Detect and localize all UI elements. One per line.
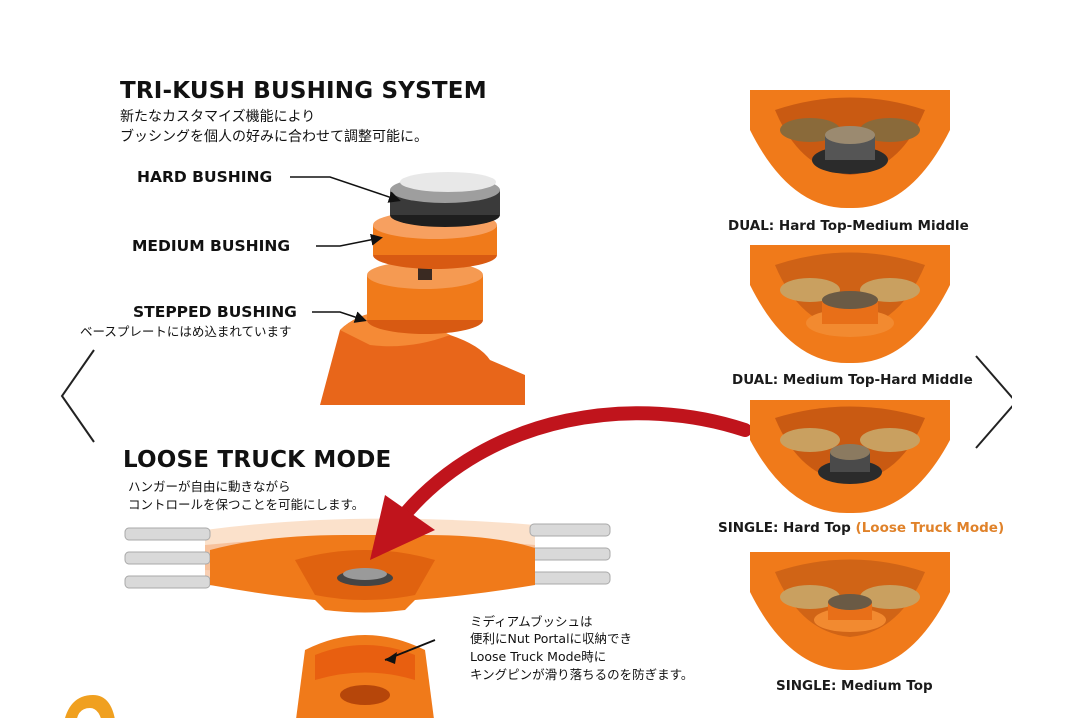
bottom-edge xyxy=(0,718,1080,727)
config-caption-3-accent: (Loose Truck Mode) xyxy=(855,520,1005,536)
loose-mode-desc-2: コントロールを保つことを可能にします。 xyxy=(128,497,365,512)
stepped-bushing-note: ベースプレートにはめ込まれています xyxy=(80,324,292,339)
chevron-left-icon[interactable] xyxy=(58,346,98,446)
loose-mode-title: LOOSE TRUCK MODE xyxy=(123,447,392,473)
loose-mode-arrow-icon xyxy=(370,406,750,560)
bushing-system-desc-2: ブッシングを個人の好みに合わせて調整可能に。 xyxy=(120,129,428,145)
chevron-right-icon[interactable] xyxy=(972,352,1012,452)
bushing-system-desc-1: 新たなカスタマイズ機能により xyxy=(120,109,316,125)
bushing-system-title: TRI-KUSH BUSHING SYSTEM xyxy=(120,78,487,104)
config-caption-2: DUAL: Medium Top-Hard Middle xyxy=(732,372,973,388)
nut-portal-note-1: ミディアムブッシュは xyxy=(470,614,593,629)
config-caption-3-main: SINGLE: Hard Top xyxy=(718,520,856,536)
nut-portal-note-2: 便利にNut Portalに収納でき xyxy=(470,631,633,646)
truck-hanger-illustration xyxy=(124,518,611,727)
medium-bushing-label: MEDIUM BUSHING xyxy=(132,237,291,255)
hard-bushing-label: HARD BUSHING xyxy=(137,168,273,186)
config-photo-single-hard xyxy=(750,400,950,514)
config-caption-4: SINGLE: Medium Top xyxy=(776,678,933,694)
config-photo-single-medium xyxy=(750,552,950,671)
config-caption-3: SINGLE: Hard Top (Loose Truck Mode) xyxy=(718,520,1004,536)
loose-mode-desc-1: ハンガーが自由に動きながら xyxy=(128,479,291,494)
config-photo-dual-hard-medium xyxy=(750,90,950,209)
config-caption-1: DUAL: Hard Top-Medium Middle xyxy=(728,218,969,234)
stepped-bushing-label: STEPPED BUSHING xyxy=(133,303,297,321)
nut-portal-note-4: キングピンが滑り落ちるのを防ぎます。 xyxy=(470,667,694,682)
config-photo-dual-medium-hard xyxy=(750,245,950,364)
bushing-stack-illustration xyxy=(290,172,525,405)
nut-portal-note-3: Loose Truck Mode時に xyxy=(470,649,607,664)
